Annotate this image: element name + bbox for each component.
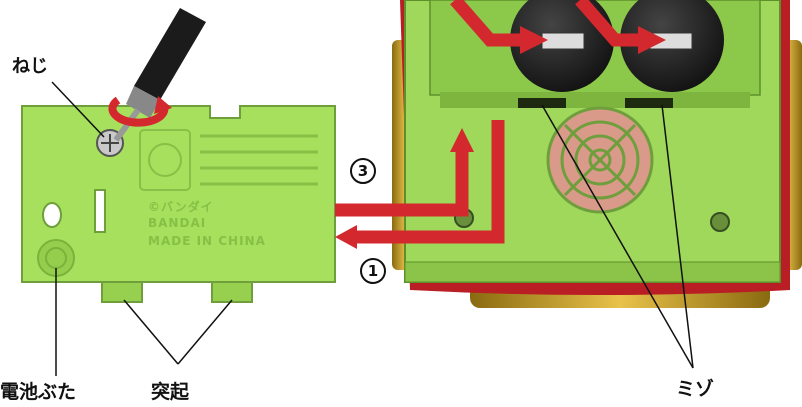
speaker-grille-icon [548,108,652,212]
arrowhead-left [335,225,357,249]
compartment-ledge [440,92,750,108]
cover-copyright: ©バンダイ [148,198,214,215]
screw-hole-right [711,213,729,231]
tab-left [102,282,142,302]
slot-right [625,98,673,108]
cover-origin: MADE IN CHINA [148,234,266,248]
cover-slit [95,190,105,232]
cover-hole [43,203,61,227]
battery-left-contact [542,33,584,49]
housing-lower-edge [405,262,780,282]
toy-body [392,0,802,308]
label-battery-cover: 電池ぶた [0,377,76,404]
label-tabs: 突起 [151,377,189,404]
tab-right [212,282,252,302]
label-screw: ねじ [12,52,48,78]
cover-brand: BANDAI [148,216,206,230]
step-1-badge: 1 [360,258,386,284]
step-3-badge: 3 [350,158,376,184]
label-slots: ミゾ [676,374,714,401]
